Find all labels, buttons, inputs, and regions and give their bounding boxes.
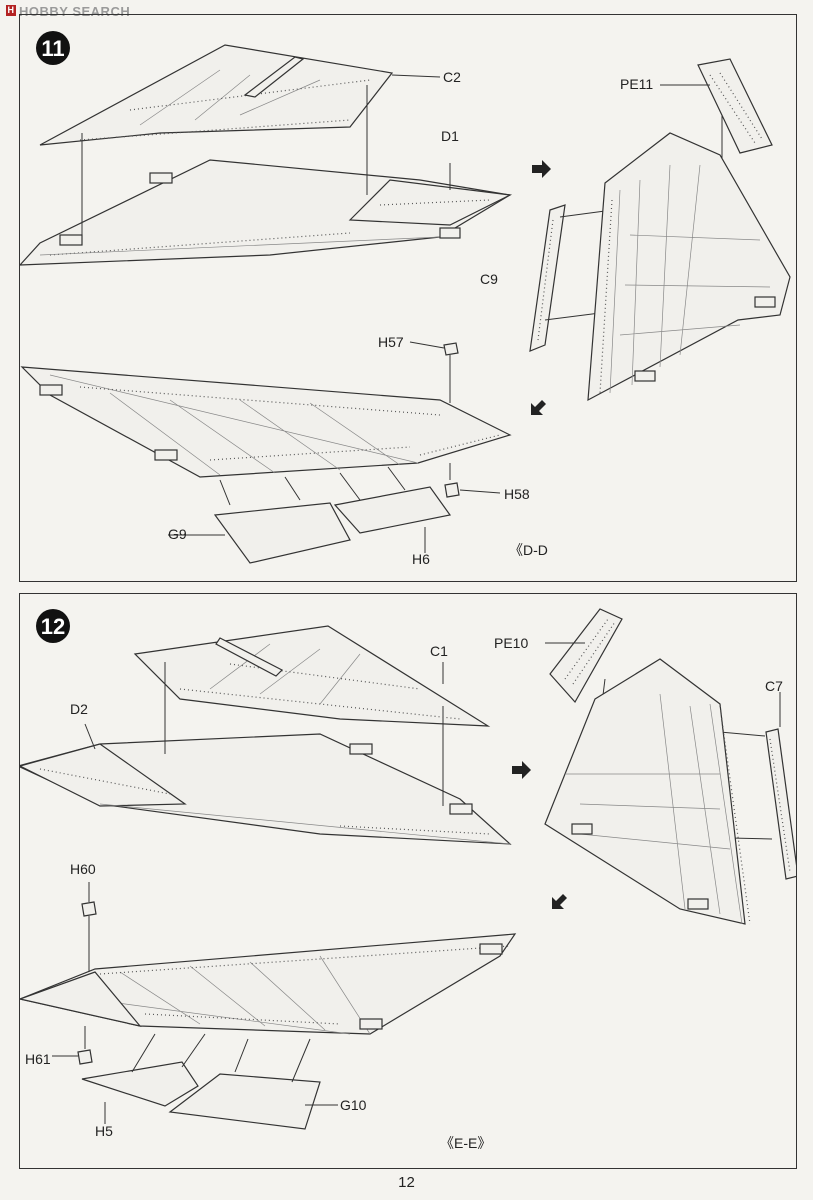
step-11-badge: 11 xyxy=(36,31,70,65)
part-d1-drawing xyxy=(20,159,513,266)
wing-right-view-drawing xyxy=(587,132,791,402)
part-h60-drawing xyxy=(81,901,97,917)
part-g10-drawing xyxy=(168,1073,321,1130)
label-pe11: PE11 xyxy=(620,76,653,92)
step-11-number: 11 xyxy=(41,36,64,61)
right-arrow-icon xyxy=(532,160,551,178)
part-g9-drawing xyxy=(213,502,351,564)
label-h60: H60 xyxy=(70,861,96,877)
down-left-arrow-icon xyxy=(531,400,546,415)
part-h61-drawing xyxy=(77,1049,93,1065)
label-g10: G10 xyxy=(340,1097,367,1113)
label-h58: H58 xyxy=(504,486,530,502)
label-d2: D2 xyxy=(70,701,88,717)
watermark-text: HOBBY SEARCH xyxy=(19,4,131,19)
step-12-panel: 12 xyxy=(19,593,797,1169)
part-h6-drawing xyxy=(333,486,452,534)
view-label-e-e: 《E-E》 xyxy=(440,1135,491,1151)
wing-underside-drawing xyxy=(20,366,512,478)
page-number: 12 xyxy=(398,1174,415,1191)
step-11-panel: 11 xyxy=(19,14,797,582)
part-d2-drawing xyxy=(20,733,512,845)
hobby-search-logo-icon: H xyxy=(6,5,16,16)
step-11-diagram: 11 xyxy=(20,31,791,567)
label-d1: D1 xyxy=(441,128,459,144)
label-c1: C1 xyxy=(430,643,448,659)
wing-left-view-drawing xyxy=(544,658,751,925)
right-arrow-icon xyxy=(512,761,531,779)
label-h6: H6 xyxy=(412,551,430,567)
part-h58-drawing xyxy=(444,482,460,498)
part-pe11-drawing xyxy=(697,58,773,154)
view-label-d-d: 《D-D xyxy=(509,542,548,558)
label-pe10: PE10 xyxy=(494,635,528,651)
part-h5-drawing xyxy=(81,1061,199,1107)
step-12-number: 12 xyxy=(41,614,65,639)
part-c7-drawing xyxy=(765,728,796,880)
label-c9: C9 xyxy=(480,271,498,287)
label-c2: C2 xyxy=(443,69,461,85)
part-c2-drawing xyxy=(39,44,394,146)
step-12-diagram: 12 xyxy=(20,608,796,1151)
step-12-badge: 12 xyxy=(36,609,70,643)
label-h5: H5 xyxy=(95,1123,113,1139)
down-left-arrow-icon xyxy=(552,894,567,909)
label-h57: H57 xyxy=(378,334,404,350)
part-c9-drawing xyxy=(529,204,566,352)
part-pe10-drawing xyxy=(549,608,623,704)
label-h61: H61 xyxy=(25,1051,51,1067)
part-h57-drawing xyxy=(443,342,459,356)
label-g9: G9 xyxy=(168,526,187,542)
label-c7: C7 xyxy=(765,678,783,694)
wing-underside-drawing xyxy=(20,933,517,1035)
part-c1-drawing xyxy=(133,625,491,727)
